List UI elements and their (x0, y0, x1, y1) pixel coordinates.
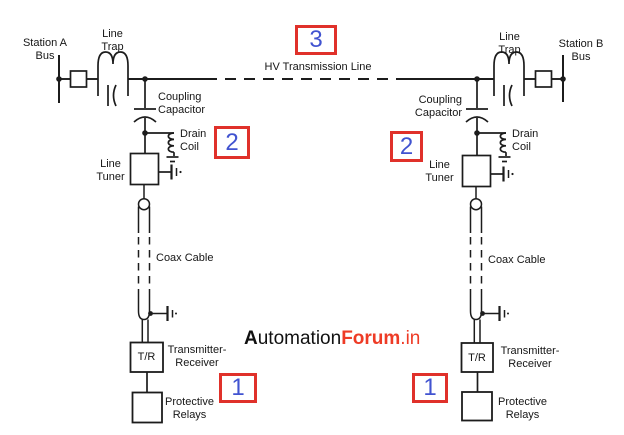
station-a-label: Station A Bus (22, 37, 68, 62)
marker-2-right-number: 2 (399, 132, 414, 160)
line-tuner-right-label: Line Tuner (425, 159, 454, 184)
marker-1-left-number: 1 (231, 374, 245, 401)
marker-2-left-badge: 2 (214, 126, 250, 159)
coupling-capacitor-left-label: Coupling Capacitor (158, 91, 206, 116)
protective-relays-left-box (131, 391, 163, 424)
transmitter-receiver-left-box (129, 341, 164, 393)
drain-coil-left-label: Drain Coil (180, 128, 207, 153)
hv-line-label: HV Transmission Line (264, 61, 372, 73)
coax-cable-left-label: Coax Cable (156, 252, 214, 264)
marker-2-left-number: 2 (225, 128, 239, 156)
watermark: AutomationForum.in (244, 329, 420, 348)
watermark-a: A (244, 328, 258, 349)
station-b-label: Station B Bus (558, 38, 604, 63)
transmitter-receiver-right-box (460, 342, 494, 392)
junction-dots (56, 76, 566, 136)
disconnect-square-right (534, 70, 553, 88)
line-trap-right-symbol (493, 51, 525, 107)
drain-coil-right-label: Drain Coil (512, 128, 539, 153)
coupling-capacitor-left-symbol (133, 79, 157, 154)
drain-coil-left-symbol (145, 132, 179, 163)
coax-cable-right-symbol (469, 186, 509, 343)
watermark-forum: Forum (341, 328, 401, 349)
watermark-tld: .in (400, 328, 421, 349)
coax-cable-right-label: Coax Cable (488, 254, 546, 266)
watermark-utomation: utomation (257, 328, 342, 349)
line-trap-left-symbol (97, 51, 129, 107)
line-trap-right-label: Line Trap (498, 31, 521, 56)
tr-right-text: T/R (468, 351, 486, 364)
coupling-capacitor-right-label: Coupling Capacitor (414, 94, 462, 119)
coupling-capacitor-right-symbol (465, 79, 489, 156)
disconnect-square-left (69, 70, 88, 88)
marker-1-left-badge: 1 (219, 373, 257, 403)
drain-coil-right-symbol (477, 132, 511, 163)
transmitter-receiver-right-label: Transmitter- Receiver (500, 345, 560, 370)
tr-left-text: T/R (137, 351, 156, 363)
line-tuner-right-box (461, 154, 514, 188)
marker-3-number: 3 (309, 26, 323, 53)
marker-2-right-badge: 2 (390, 131, 423, 162)
protective-relays-right-box (461, 391, 493, 422)
marker-1-right-number: 1 (423, 374, 437, 401)
protective-relays-right-label: Protective Relays (498, 396, 547, 421)
transmitter-receiver-left-label: Transmitter- Receiver (167, 344, 227, 369)
marker-1-right-badge: 1 (412, 373, 448, 403)
marker-3-badge: 3 (295, 25, 337, 55)
coax-cable-left-symbol (137, 184, 177, 343)
line-tuner-left-label: Line Tuner (96, 158, 125, 183)
line-tuner-left-box (129, 152, 182, 186)
line-trap-left-label: Line Trap (101, 28, 124, 53)
protective-relays-left-label: Protective Relays (165, 396, 214, 421)
